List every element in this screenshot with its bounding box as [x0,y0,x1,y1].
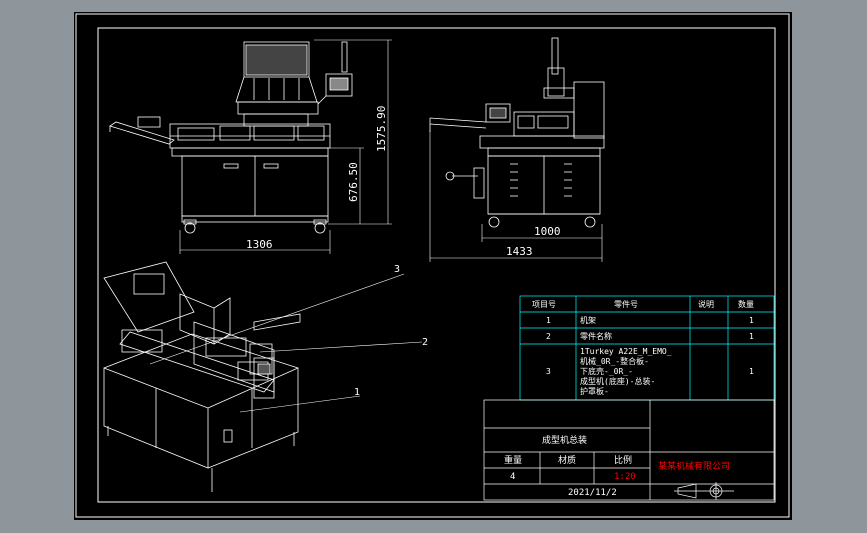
side-vents [510,163,572,197]
projection-symbol-icon [674,482,734,500]
scale-label: 比例 [614,454,632,466]
parts-table [519,295,775,401]
inner-border [97,27,776,503]
dim-side-inner: 1000 [534,225,561,238]
row1-part: 机架 [580,315,596,325]
row1-item: 1 [546,316,551,325]
row1-qty: 1 [749,316,754,325]
front-view [109,41,353,234]
row3-part-line1: 1Turkey A22E_M_EMO_ [580,347,672,356]
outer-border [75,13,790,518]
scale-value: 1:20 [614,472,636,482]
dim-total-height: 1575.90 [375,106,388,152]
parts-table-text: 项目号 零件号 说明 数量 1 机架 1 2 零件名称 1 3 1Turkey … [532,299,754,396]
drawing-canvas[interactable]: 1306 1575.90 676.50 [74,12,792,520]
balloon-1: 1 [354,387,360,398]
header-item: 项目号 [532,300,556,309]
header-desc: 说明 [698,299,714,309]
row2-qty: 1 [749,332,754,341]
material-label: 材质 [558,454,576,466]
header-qty: 数量 [738,299,754,309]
balloon-2: 2 [422,337,428,348]
title-block-text: 成型机总装 重量 材质 比例 4 1:20 某某机械有限公司 2021/11/2 [504,434,730,498]
dim-front-width: 1306 [246,238,273,251]
balloon-3: 3 [394,264,400,275]
dim-side-outer: 1433 [506,245,533,258]
row3-part-line3: 下底壳-_0R_- [580,366,633,376]
balloon-leaders [149,273,423,413]
row3-part-line4: 成型机(底座)-总装- [580,376,655,386]
side-dimensions [429,130,603,262]
isometric-view [103,261,301,492]
dim-table-height: 676.50 [347,162,360,202]
row3-qty: 1 [749,367,754,376]
quantity-value: 4 [510,472,515,482]
drawing-date: 2021/11/2 [568,488,617,498]
header-part: 零件号 [614,299,638,309]
company-name: 某某机械有限公司 [658,460,730,472]
side-view [429,37,605,228]
title-block [483,399,775,501]
row3-part-line5: 护罩板- [580,386,609,396]
front-dimensions [179,39,392,254]
row2-part: 零件名称 [580,331,612,341]
row3-item: 3 [546,367,551,376]
drawing-name: 成型机总装 [542,434,587,446]
row2-item: 2 [546,332,551,341]
weight-label: 重量 [504,454,522,466]
row3-part-line2: 机械_0R_-整合板- [580,356,649,366]
